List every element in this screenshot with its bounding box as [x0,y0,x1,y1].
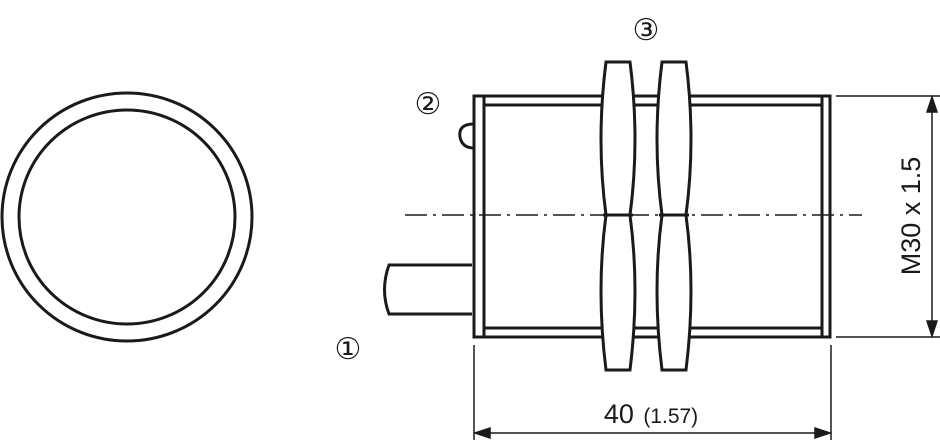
thread-arrow-bottom [925,320,939,339]
length-value: 40 [604,399,634,429]
mounting-nuts [599,60,693,372]
thread-size-label: M30 x 1.5 [896,157,926,276]
length-arrow-left [472,426,491,440]
length-label: 40 (1.57) [604,399,698,429]
callout-3: ③ [633,13,660,48]
length-arrow-right [814,426,833,440]
cable-outline [383,263,472,316]
callout-2: ② [415,87,442,122]
thread-arrow-top [925,94,939,113]
front-view-inner-ring [17,108,237,326]
sensor-body [472,94,832,339]
callout-1: ① [335,332,362,367]
thread-dimension [836,94,940,339]
length-inch-value: (1.57) [643,405,698,428]
cable [383,263,472,316]
front-view [0,91,254,343]
sensor-housing [472,94,832,339]
led-indicator [458,122,475,150]
length-dimension [472,345,833,440]
front-view-outer-ring [0,91,254,343]
